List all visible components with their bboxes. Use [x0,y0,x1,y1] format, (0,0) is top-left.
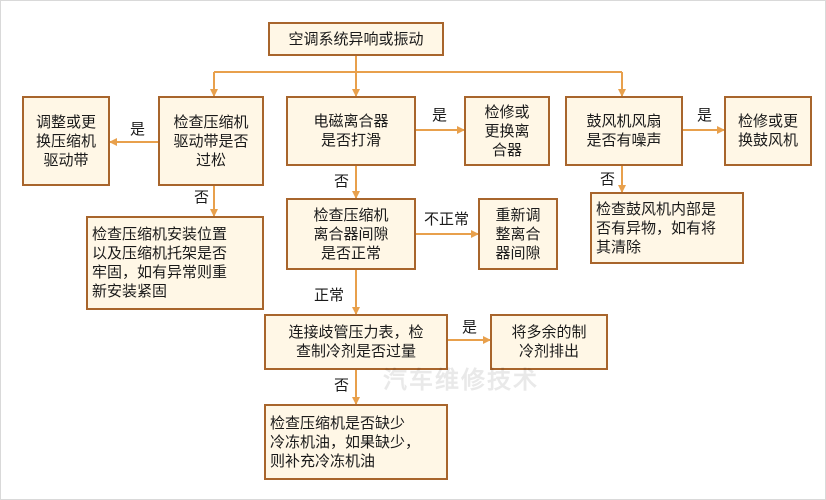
node-check-belt: 检查压缩机 驱动带是否 过松 [158,96,264,186]
node-adjust-belt: 调整或更 换压缩机 驱动带 [22,96,110,186]
label-fan-yes: 是 [697,106,713,124]
node-clutch-slip: 电磁离合器 是否打滑 [286,96,416,166]
node-readjust-gap: 重新调 整离合 器间隙 [478,198,558,270]
node-check-oil: 检查压缩机是否缺少 冷冻机油，如果缺少， 则补充冷冻机油 [264,404,448,480]
node-check-gap: 检查压缩机 离合器间隙 是否正常 [286,198,416,270]
label-gauge-yes: 是 [462,318,478,336]
label-belt-no: 否 [194,188,210,206]
node-repair-clutch: 检修或 更换离 合器 [464,96,550,166]
label-gauge-no: 否 [334,376,350,394]
node-fan-foreign: 检查鼓风机内部是 否有异物，如有将 其清除 [590,192,744,264]
label-fan-no: 否 [600,170,616,188]
watermark: 汽车维修技术 [383,366,539,394]
label-clutch-no: 否 [334,172,350,190]
node-repair-fan: 检修或更 换鼓风机 [724,96,812,166]
node-gauge-check: 连接歧管压力表，检 查制冷剂是否过量 [264,314,448,370]
label-gap-normal: 正常 [314,286,345,304]
label-clutch-yes: 是 [432,106,448,124]
node-check-mount: 检查压缩机安装位置 以及压缩机托架是否 牢固，如有异常则重 新安装紧固 [86,216,264,310]
label-belt-yes: 是 [130,120,146,138]
node-drain-refrigerant: 将多余的制 冷剂排出 [490,314,608,370]
label-gap-abnormal: 不正常 [424,210,470,228]
node-start: 空调系统异响或振动 [268,22,444,56]
node-fan-noise: 鼓风机风扇 是否有噪声 [565,96,683,166]
